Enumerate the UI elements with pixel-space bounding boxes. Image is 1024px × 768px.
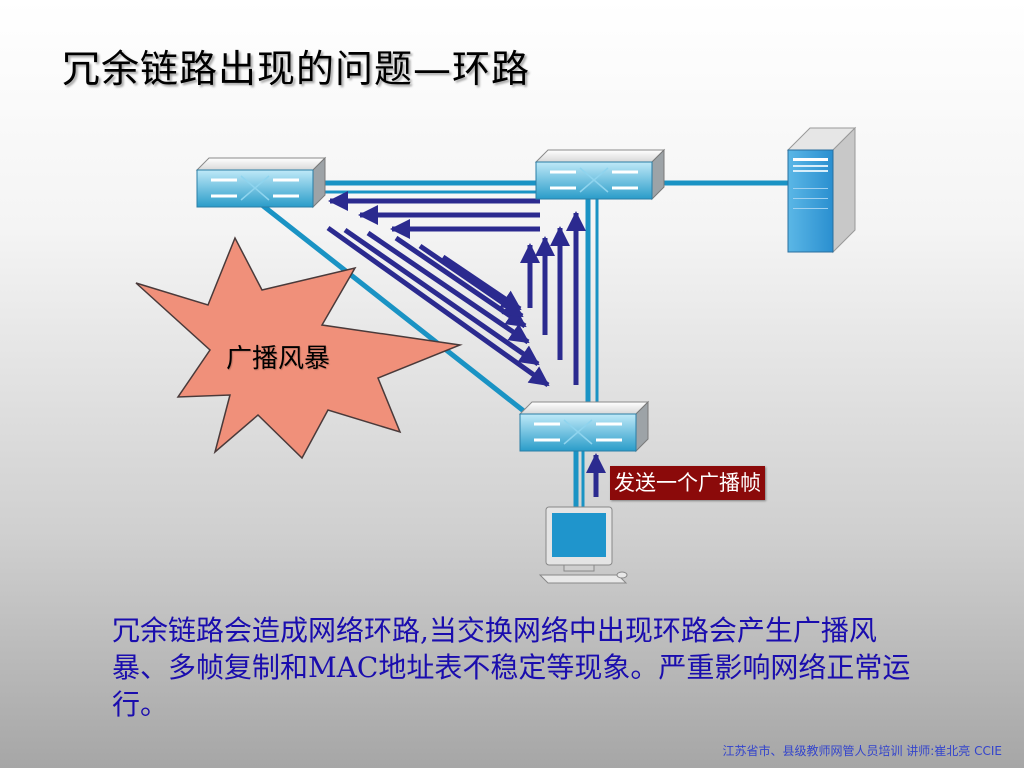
slide-title: 冗余链路出现的问题—环路: [62, 47, 531, 91]
switch-icon[interactable]: [195, 156, 327, 209]
footer-credit: 江苏省市、县级教师网管人员培训 讲师:崔北亮 CCIE: [722, 744, 1002, 758]
description-text: 冗余链路会造成网络环路,当交换网络中出现环路会产生广播风暴、多帧复制和MAC地址…: [112, 614, 911, 721]
switch-icon[interactable]: [534, 148, 666, 201]
arrow-icon: [441, 254, 522, 312]
switch-icon[interactable]: [518, 400, 650, 453]
arrow-icon: [366, 230, 530, 345]
arrow-icon: [326, 225, 550, 388]
arrow-icon: [343, 227, 540, 367]
broadcast-storm-label: 广播风暴: [226, 344, 331, 374]
broadcast-storm-burst: [135, 236, 463, 460]
links: [259, 180, 798, 513]
send-broadcast-frame-label: 发送一个广播帧: [610, 466, 765, 500]
server-icon[interactable]: [786, 126, 857, 254]
link-diagonal: [259, 202, 528, 415]
broadcast-arrows: [326, 191, 606, 497]
computer-icon[interactable]: [538, 506, 628, 584]
